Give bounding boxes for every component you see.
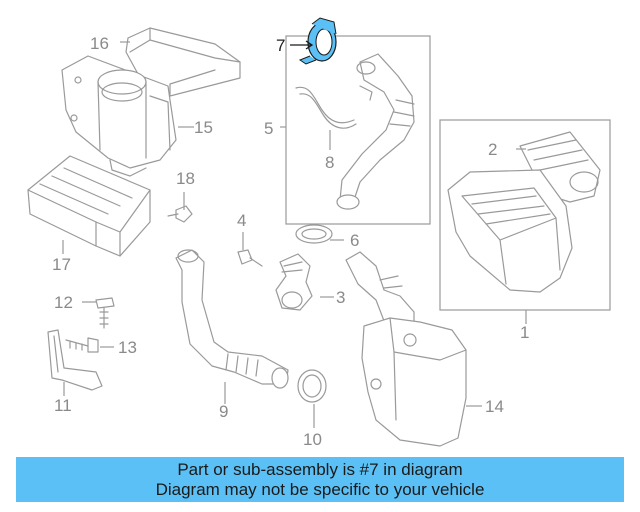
label-part-16: 16 [90, 34, 109, 53]
label-part-3: 3 [336, 288, 345, 307]
part-13-bolt [65, 337, 99, 353]
label-part-8: 8 [325, 153, 334, 172]
info-banner: Part or sub-assembly is #7 in diagram Di… [16, 457, 624, 502]
label-part-9: 9 [219, 402, 228, 421]
label-part-2: 2 [488, 140, 497, 159]
label-part-13: 13 [118, 338, 137, 357]
part-5-group [285, 35, 431, 225]
leader-lines [62, 40, 527, 428]
label-part-6: 6 [350, 231, 359, 250]
parts-diagram: 16 15 18 17 4 5 7 8 6 3 2 1 12 13 11 9 1… [27, 17, 611, 449]
info-banner-line-1: Part or sub-assembly is #7 in diagram [177, 460, 463, 479]
label-part-12: 12 [54, 293, 73, 312]
part-12-bolt [95, 297, 115, 329]
label-part-5: 5 [264, 119, 273, 138]
label-part-11: 11 [54, 396, 72, 415]
part-14-resonator [345, 251, 467, 447]
label-part-7: 7 [276, 36, 285, 55]
info-banner-line-2: Diagram may not be specific to your vehi… [155, 480, 485, 499]
part-6-clamp [295, 224, 333, 244]
label-part-14: 14 [485, 397, 504, 416]
part-9-duct [175, 249, 289, 389]
part-15-airbox-housing [61, 55, 177, 177]
label-part-1: 1 [520, 323, 529, 342]
label-part-17: 17 [52, 255, 71, 274]
part-18-bolt [167, 205, 193, 223]
part-3-hose [275, 253, 313, 311]
part-16-airbox-cover [125, 27, 241, 97]
part-1-air-cleaner [439, 119, 611, 311]
part-10-clamp [297, 369, 327, 403]
label-part-10: 10 [303, 430, 322, 449]
part-17-intake-duct [27, 155, 151, 257]
part-7-clamp-highlighted [298, 17, 337, 65]
part-11-bracket [47, 329, 103, 391]
label-part-15: 15 [194, 118, 213, 137]
label-part-4: 4 [237, 211, 246, 230]
label-part-18: 18 [176, 169, 195, 188]
part-4-bolt [237, 249, 263, 267]
